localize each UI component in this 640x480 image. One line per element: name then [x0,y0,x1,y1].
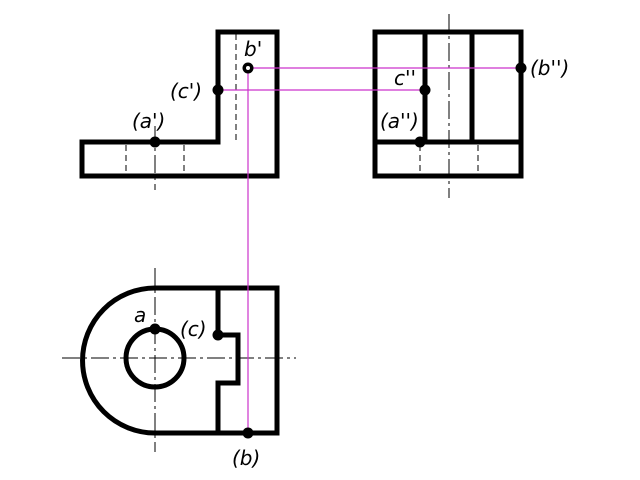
point-a-front [149,136,161,148]
projection-lines [218,67,521,433]
top-view [62,268,296,452]
label-c-side: c'' [394,66,416,90]
point-b-side [515,62,527,74]
label-c-top: (c) [180,317,207,341]
point-c-front [212,84,224,96]
label-c-front: (c') [170,79,202,103]
labels: b' (c') (a') c'' (b'') (a'') a (c) (b) [132,37,569,470]
side-view-outline [372,29,524,179]
point-b-top [242,427,254,439]
point-c-top [212,329,224,341]
label-a-front: (a') [132,109,165,133]
front-view [79,29,280,190]
label-b-side: (b'') [530,56,569,80]
point-b-front-hollow [246,66,250,70]
side-view [372,14,524,198]
label-a-side: (a'') [380,109,419,133]
points [149,62,527,439]
point-a-side [414,136,426,148]
front-view-outline [79,29,280,179]
top-view-inner-step [215,288,241,433]
top-view-outline [80,285,280,436]
label-b-top: (b) [232,446,260,470]
point-c-side [419,84,431,96]
label-a-top: a [134,303,146,327]
point-a-top [149,323,161,335]
label-b-front: b' [244,37,262,61]
